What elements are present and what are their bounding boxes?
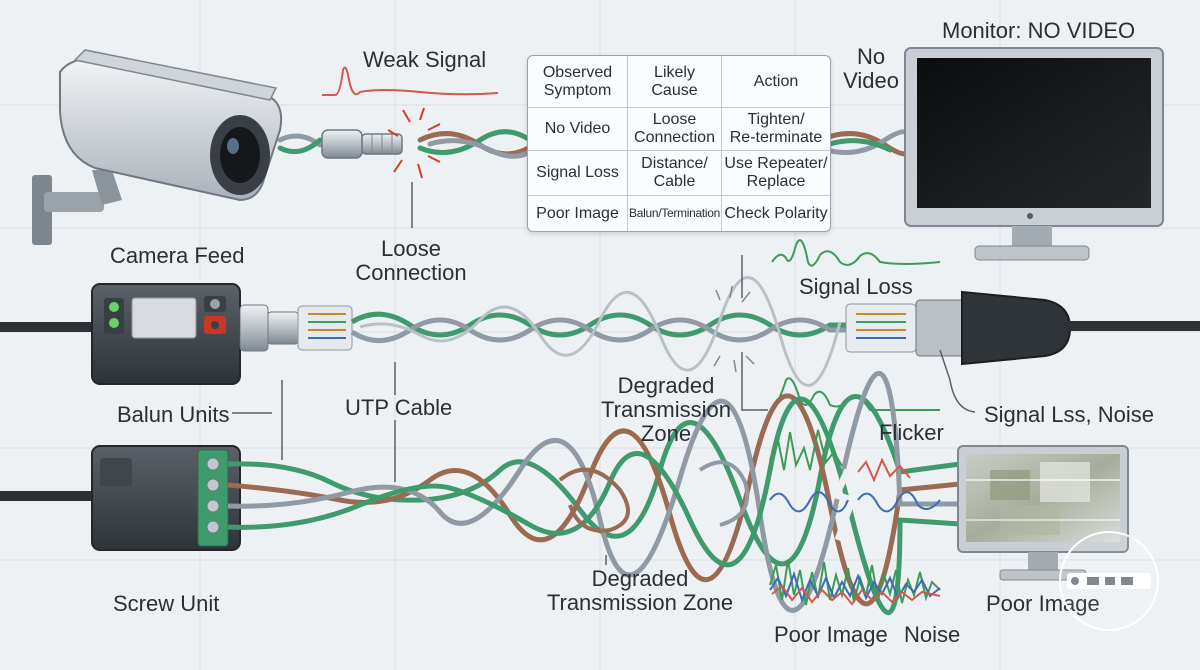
table-cell: Use Repeater/ Replace bbox=[722, 151, 830, 196]
balun-units-label: Balun Units bbox=[117, 402, 230, 427]
weak-signal-label: Weak Signal bbox=[363, 47, 487, 72]
camera-feed-label: Camera Feed bbox=[110, 243, 245, 268]
rj45-connector bbox=[845, 290, 1200, 366]
watermark-glyph-icon bbox=[1067, 573, 1151, 589]
poor-image-bottom-label: Poor Image bbox=[774, 622, 888, 647]
loose-connection-spark-icon bbox=[387, 107, 441, 179]
balun-unit-top bbox=[91, 283, 241, 385]
no-video-label: No Video bbox=[843, 44, 899, 94]
degraded-mid-line-1: Degraded bbox=[617, 373, 715, 398]
row2-break-spark-icon bbox=[713, 285, 755, 373]
flicker-label: Flicker bbox=[879, 420, 944, 445]
table-cell: No Video bbox=[528, 108, 628, 151]
utp-cable-row2 bbox=[350, 276, 850, 387]
bnc-connector-row2 bbox=[239, 304, 353, 352]
leader-lines-left bbox=[232, 362, 396, 482]
no-video-line-1: No bbox=[856, 44, 886, 69]
monitor-no-video bbox=[904, 47, 1164, 261]
degraded-bottom-line-1: Degraded bbox=[591, 566, 689, 591]
noisy-waveforms bbox=[769, 429, 941, 606]
table-cell: Poor Image bbox=[528, 196, 628, 231]
degraded-mid-line-2: Transmission bbox=[601, 397, 731, 423]
table-cell: Check Polarity bbox=[724, 204, 828, 222]
table-cell: Balun/Termination bbox=[628, 196, 722, 231]
monitor-poor-image bbox=[957, 445, 1129, 581]
degraded-zone-mid-label: Degraded Transmission Zone bbox=[591, 373, 741, 447]
signal-loss-waveform bbox=[771, 239, 941, 267]
table-header-cell: Observed Symptom bbox=[528, 56, 628, 108]
screw-terminal-unit bbox=[91, 445, 241, 551]
bnc-connector bbox=[321, 129, 403, 159]
noise-label: Noise bbox=[904, 622, 961, 647]
table-cell: Signal Loss bbox=[528, 151, 628, 196]
loose-line-1: Loose bbox=[381, 236, 441, 261]
utp-cable-label: UTP Cable bbox=[345, 395, 453, 420]
table-cell: Tighten/ Re-terminate bbox=[722, 108, 830, 151]
degraded-mid-line-3: Zone bbox=[640, 421, 692, 447]
monitor-title-label: Monitor: NO VIDEO bbox=[942, 18, 1136, 43]
table-header-cell: Action bbox=[722, 56, 830, 108]
watermark-badge bbox=[1059, 531, 1159, 631]
table-cell: Distance/ Cable bbox=[628, 151, 722, 196]
table-header-cell: Likely Cause bbox=[628, 56, 722, 108]
degraded-bottom-line-2: Transmission Zone bbox=[546, 590, 734, 616]
loose-connection-label: Loose Connection bbox=[348, 236, 474, 286]
weak-signal-waveform bbox=[322, 66, 499, 96]
signal-loss-label: Signal Loss bbox=[799, 274, 913, 299]
camera bbox=[32, 49, 283, 245]
troubleshooting-table: Observed Symptom Likely Cause Action No … bbox=[527, 55, 831, 232]
row3-break-icon bbox=[831, 468, 857, 542]
signal-lss-noise-label: Signal Lss, Noise bbox=[984, 402, 1154, 427]
no-video-line-2: Video bbox=[843, 68, 899, 94]
degraded-zone-bottom-label: Degraded Transmission Zone bbox=[540, 566, 740, 616]
loose-line-2: Connection bbox=[355, 260, 467, 286]
screw-unit-label: Screw Unit bbox=[113, 591, 220, 616]
table-cell: Loose Connection bbox=[628, 108, 722, 151]
leader-lines-right bbox=[741, 255, 976, 413]
